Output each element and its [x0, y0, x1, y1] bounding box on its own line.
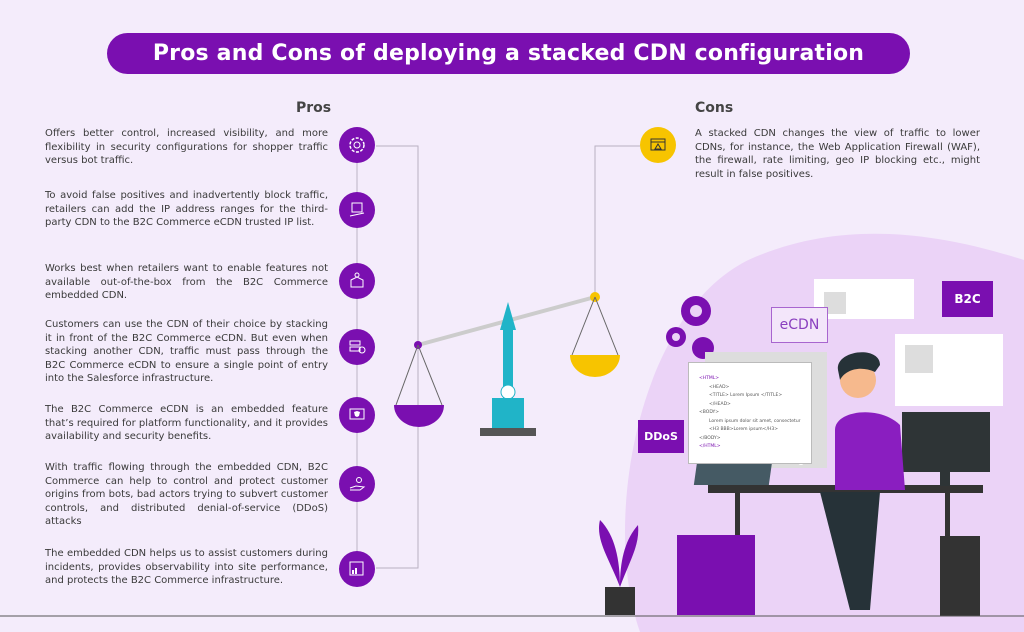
pros-bracket — [376, 145, 419, 569]
b2c-tag: B2C — [942, 281, 993, 317]
plant — [599, 520, 639, 587]
code-line: Lorem ipsum dolor sit amet, consectetur — [709, 418, 801, 424]
pros-item-text: The B2C Commerce eCDN is an embedded fea… — [45, 404, 328, 443]
box-idea-icon — [339, 263, 375, 299]
plant-pot — [605, 587, 635, 615]
browser-warning-icon — [640, 127, 676, 163]
pros-item-text: Customers can use the CDN of their choic… — [45, 319, 328, 385]
database-bulb-icon — [339, 329, 375, 365]
pc-tower — [940, 536, 980, 616]
code-line: </HTML> — [699, 444, 721, 449]
cons-item-text: A stacked CDN changes the view of traffi… — [695, 128, 980, 180]
monitor-shield-icon — [339, 397, 375, 433]
code-line: <BODY> — [699, 410, 720, 415]
code-line: </HEAD> — [709, 401, 731, 407]
pros-heading: Pros — [296, 100, 332, 116]
code-line: <TITLE> Lorem Ipsum </TITLE> — [709, 393, 783, 398]
balance-scale-icon — [394, 292, 620, 436]
page-title: Pros and Cons of deploying a stacked CDN… — [107, 33, 910, 74]
code-window: <HTML> <HEAD> <TITLE> Lorem Ipsum </TITL… — [688, 362, 812, 464]
pros-item-text: The embedded CDN helps us to assist cust… — [45, 548, 328, 587]
code-line: <HTML> — [699, 376, 720, 381]
code-line: <H3 BBB>Lorem ipsum</H3> — [709, 427, 778, 432]
ddos-tag: DDoS — [638, 420, 684, 453]
ecdn-tag: eCDN — [771, 307, 828, 343]
pros-item-text: With traffic flowing through the embedde… — [45, 462, 328, 528]
code-line: </BODY> — [699, 435, 721, 441]
hand-user-icon — [339, 466, 375, 502]
cons-heading: Cons — [695, 100, 734, 116]
hand-shield-icon — [339, 192, 375, 228]
gear-shield-icon — [339, 127, 375, 163]
pros-item-text: Offers better control, increased visibil… — [45, 128, 328, 167]
dashboard-chart-icon — [339, 551, 375, 587]
person — [835, 412, 905, 490]
monitor — [902, 412, 990, 472]
pros-item-text: Works best when retailers want to enable… — [45, 263, 328, 302]
gears-icon — [666, 296, 714, 359]
cons-bracket — [594, 145, 640, 297]
code-line: <HEAD> — [709, 384, 730, 390]
pros-item-text: To avoid false positives and inadvertent… — [45, 190, 328, 229]
drawer — [677, 535, 755, 615]
